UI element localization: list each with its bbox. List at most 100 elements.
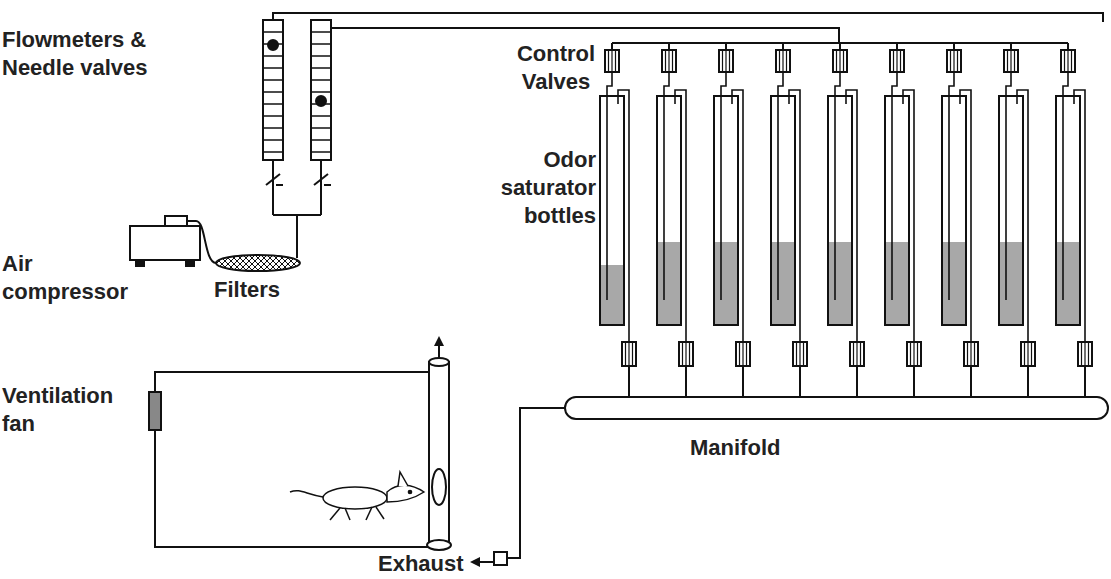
saturator-bottle	[999, 96, 1023, 325]
flowmeter-scale	[263, 91, 283, 93]
valve-stripe	[839, 50, 840, 72]
odor-liquid	[771, 242, 795, 325]
exposure-tube	[429, 362, 449, 545]
flowmeter-ball	[268, 40, 278, 50]
flowmeter-scale	[311, 43, 331, 45]
valve-stripe	[860, 342, 861, 366]
odor-liquid	[714, 242, 738, 325]
valve-stripe	[782, 50, 783, 72]
flowmeter-scale	[263, 103, 283, 105]
air-hose	[187, 221, 216, 263]
valve-stripe	[1088, 342, 1089, 366]
valve-stripe	[1024, 342, 1025, 366]
valve-stripe	[1014, 50, 1015, 72]
valve-stripe	[722, 50, 723, 72]
valve-stripe	[625, 342, 626, 366]
valve-stripe	[689, 342, 690, 366]
flowmeter-scale	[263, 151, 283, 153]
part-label: Flowmeters & Needle valves	[2, 26, 162, 82]
inlet-tube	[664, 72, 669, 300]
valve-stripe	[729, 50, 730, 72]
saturator-bottle	[714, 96, 738, 325]
odor-liquid	[657, 242, 681, 325]
valve	[662, 50, 676, 72]
outlet-tube	[732, 90, 743, 342]
chamber-wall	[155, 372, 432, 547]
valve	[736, 342, 750, 366]
air-line	[896, 43, 898, 50]
air-line	[913, 366, 915, 397]
valve-stripe	[910, 342, 911, 366]
needle-valve	[266, 174, 280, 185]
odor-liquid	[1056, 242, 1080, 325]
valve-stripe	[672, 50, 673, 72]
air-line	[742, 366, 744, 397]
valve-stripe	[970, 342, 971, 366]
valve-stripe	[628, 342, 629, 366]
valve-stripe	[896, 50, 897, 72]
inlet-tube	[892, 72, 897, 300]
inlet-tube	[721, 72, 726, 300]
valve	[1021, 342, 1035, 366]
air-line	[782, 43, 784, 50]
outlet-tube	[903, 90, 914, 342]
flowmeter-scale	[263, 67, 283, 69]
valve	[907, 342, 921, 366]
air-line	[1084, 366, 1086, 397]
valve-stripe	[974, 342, 975, 366]
valve-stripe	[843, 50, 844, 72]
outlet-tube	[789, 90, 800, 342]
valve	[850, 342, 864, 366]
valve	[605, 50, 619, 72]
odor-liquid	[999, 242, 1023, 325]
valve	[622, 342, 636, 366]
valve-stripe	[1027, 342, 1028, 366]
saturator-bottle	[771, 96, 795, 325]
valve	[793, 342, 807, 366]
valve-stripe	[853, 342, 854, 366]
valve	[1004, 50, 1018, 72]
air-line	[273, 13, 1103, 22]
part-label: Control Valves	[510, 40, 602, 96]
valve-stripe	[950, 50, 951, 72]
part-label: Odor saturator bottles	[488, 146, 596, 230]
flowmeter-scale	[311, 79, 331, 81]
part-label: Ventilation fan	[2, 382, 144, 438]
outlet-tube	[846, 90, 857, 342]
valve-stripe	[1007, 50, 1008, 72]
outlet-tube	[1074, 90, 1085, 342]
valve-stripe	[893, 50, 894, 72]
valve-stripe	[786, 50, 787, 72]
flowmeter	[263, 20, 283, 160]
air-line	[839, 43, 841, 50]
flowmeter-scale	[311, 55, 331, 57]
flowmeter	[311, 20, 331, 160]
flowmeter-scale	[311, 31, 331, 33]
valve-stripe	[856, 342, 857, 366]
flowmeter-ball	[316, 96, 326, 106]
valve-stripe	[632, 342, 633, 366]
valve-stripe	[917, 342, 918, 366]
flowmeter-scale	[263, 55, 283, 57]
mouse	[290, 472, 424, 520]
valve-stripe	[1084, 342, 1085, 366]
flowmeter-scale	[263, 139, 283, 141]
valve-stripe	[1010, 50, 1011, 72]
air-line	[970, 366, 972, 397]
air-compressor	[130, 226, 200, 260]
part-label: Manifold	[690, 434, 810, 462]
outflow-arrow	[438, 338, 440, 358]
valve-stripe	[1064, 50, 1065, 72]
valve	[719, 50, 733, 72]
inlet-tube	[1063, 72, 1068, 300]
inlet-tube	[1006, 72, 1011, 300]
air-line	[799, 366, 801, 397]
valve-stripe	[957, 50, 958, 72]
valve	[964, 342, 978, 366]
air-line	[321, 20, 839, 43]
valve-stripe	[685, 342, 686, 366]
valve-stripe	[803, 342, 804, 366]
valve-stripe	[913, 342, 914, 366]
inlet-tube	[778, 72, 783, 300]
part-label: Filters	[214, 276, 304, 304]
